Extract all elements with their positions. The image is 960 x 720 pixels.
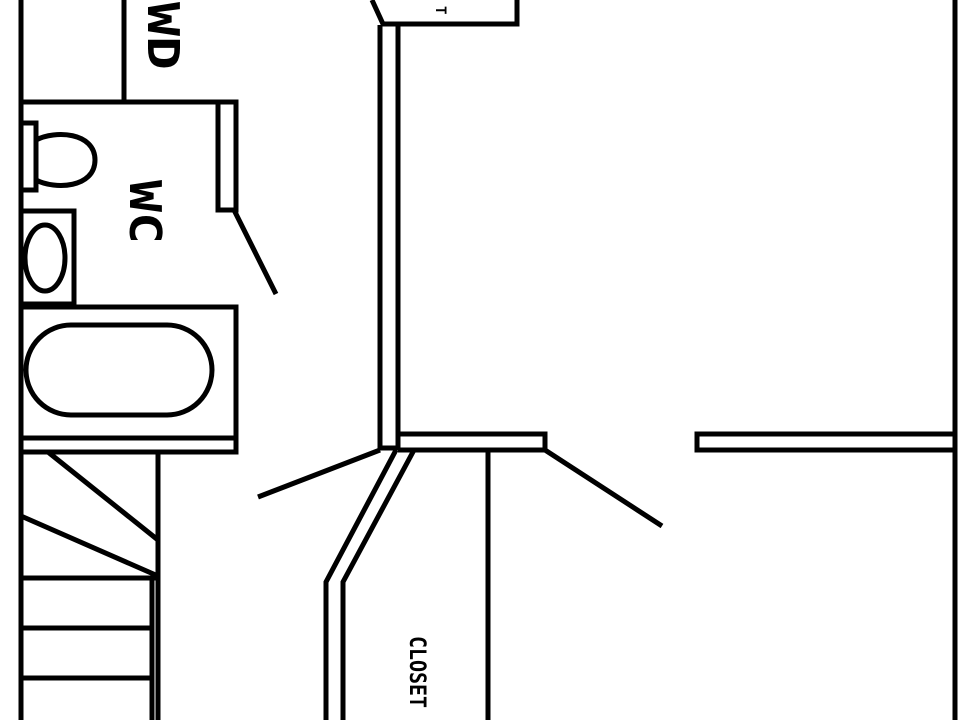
bedroom-door-swing <box>543 447 664 529</box>
closet-left-wall-inner <box>340 448 417 720</box>
sink-icon <box>18 208 77 307</box>
closet-label: CLOSET <box>404 636 429 708</box>
central-vertical-wall <box>377 25 401 451</box>
bedroom-wall-left <box>398 431 548 453</box>
washer-dryer-label: WD <box>137 2 188 70</box>
wc-door-swing <box>231 208 279 296</box>
wc-label: WC <box>119 180 170 244</box>
partial-top-label: T <box>432 6 448 14</box>
toilet-icon <box>18 120 98 193</box>
staircase <box>19 450 161 720</box>
hall-door-swing <box>257 447 381 500</box>
wc-right-wall <box>215 99 239 213</box>
top-closet-box <box>369 0 520 27</box>
bath-bottom-wall <box>21 435 239 455</box>
bathtub-icon <box>21 304 239 441</box>
bedroom-wall-right <box>694 431 955 453</box>
closet-left-wall <box>323 448 399 720</box>
